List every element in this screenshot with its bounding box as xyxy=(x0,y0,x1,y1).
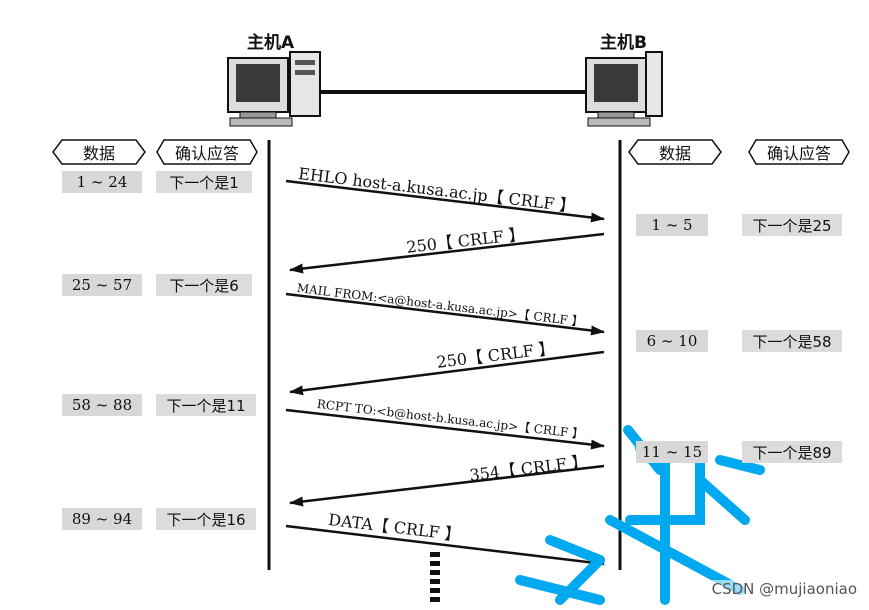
host-b-data-cell: 1 ~ 5 xyxy=(636,214,708,236)
arrow-msg-4 xyxy=(289,350,605,396)
host-a-data-cell: 25 ~ 57 xyxy=(62,274,142,296)
continuation-dashes xyxy=(430,552,440,602)
arrow-msg-5 xyxy=(285,408,605,450)
host-b-ack-cell: 下一个是58 xyxy=(742,330,842,352)
host-a-ack-header: 确认应答 xyxy=(156,139,258,165)
host-b-ack-header: 确认应答 xyxy=(748,139,850,165)
arrow-msg-3 xyxy=(285,292,605,336)
host-a-ack-cell: 下一个是6 xyxy=(156,274,252,296)
host-b-data-header: 数据 xyxy=(628,139,722,165)
host-b-ack-cell: 下一个是89 xyxy=(742,441,842,463)
host-a-ack-cell: 下一个是11 xyxy=(156,394,256,416)
arrow-msg-1 xyxy=(285,179,605,223)
credit-watermark: CSDN @mujiaoniao xyxy=(711,580,857,598)
host-b-computer-icon xyxy=(585,51,663,127)
host-a-ack-cell: 下一个是16 xyxy=(156,508,256,530)
host-a-data-header: 数据 xyxy=(52,139,146,165)
host-a-computer-icon xyxy=(227,51,321,127)
host-a-data-cell: 58 ~ 88 xyxy=(62,394,142,416)
host-b-label: 主机B xyxy=(600,33,647,53)
arrow-msg-7 xyxy=(285,524,605,568)
host-b-data-cell: 6 ~ 10 xyxy=(636,330,708,352)
host-a-data-cell: 89 ~ 94 xyxy=(62,508,142,530)
arrow-msg-6 xyxy=(289,464,605,507)
host-b-data-cell: 11 ~ 15 xyxy=(636,441,708,463)
host-a-ack-cell: 下一个是1 xyxy=(156,171,252,193)
host-a-data-cell: 1 ~ 24 xyxy=(62,171,142,193)
watermark-strokes xyxy=(515,425,765,605)
arrow-msg-2 xyxy=(289,232,605,274)
host-a-label: 主机A xyxy=(247,33,295,53)
host-b-ack-cell: 下一个是25 xyxy=(742,214,842,236)
